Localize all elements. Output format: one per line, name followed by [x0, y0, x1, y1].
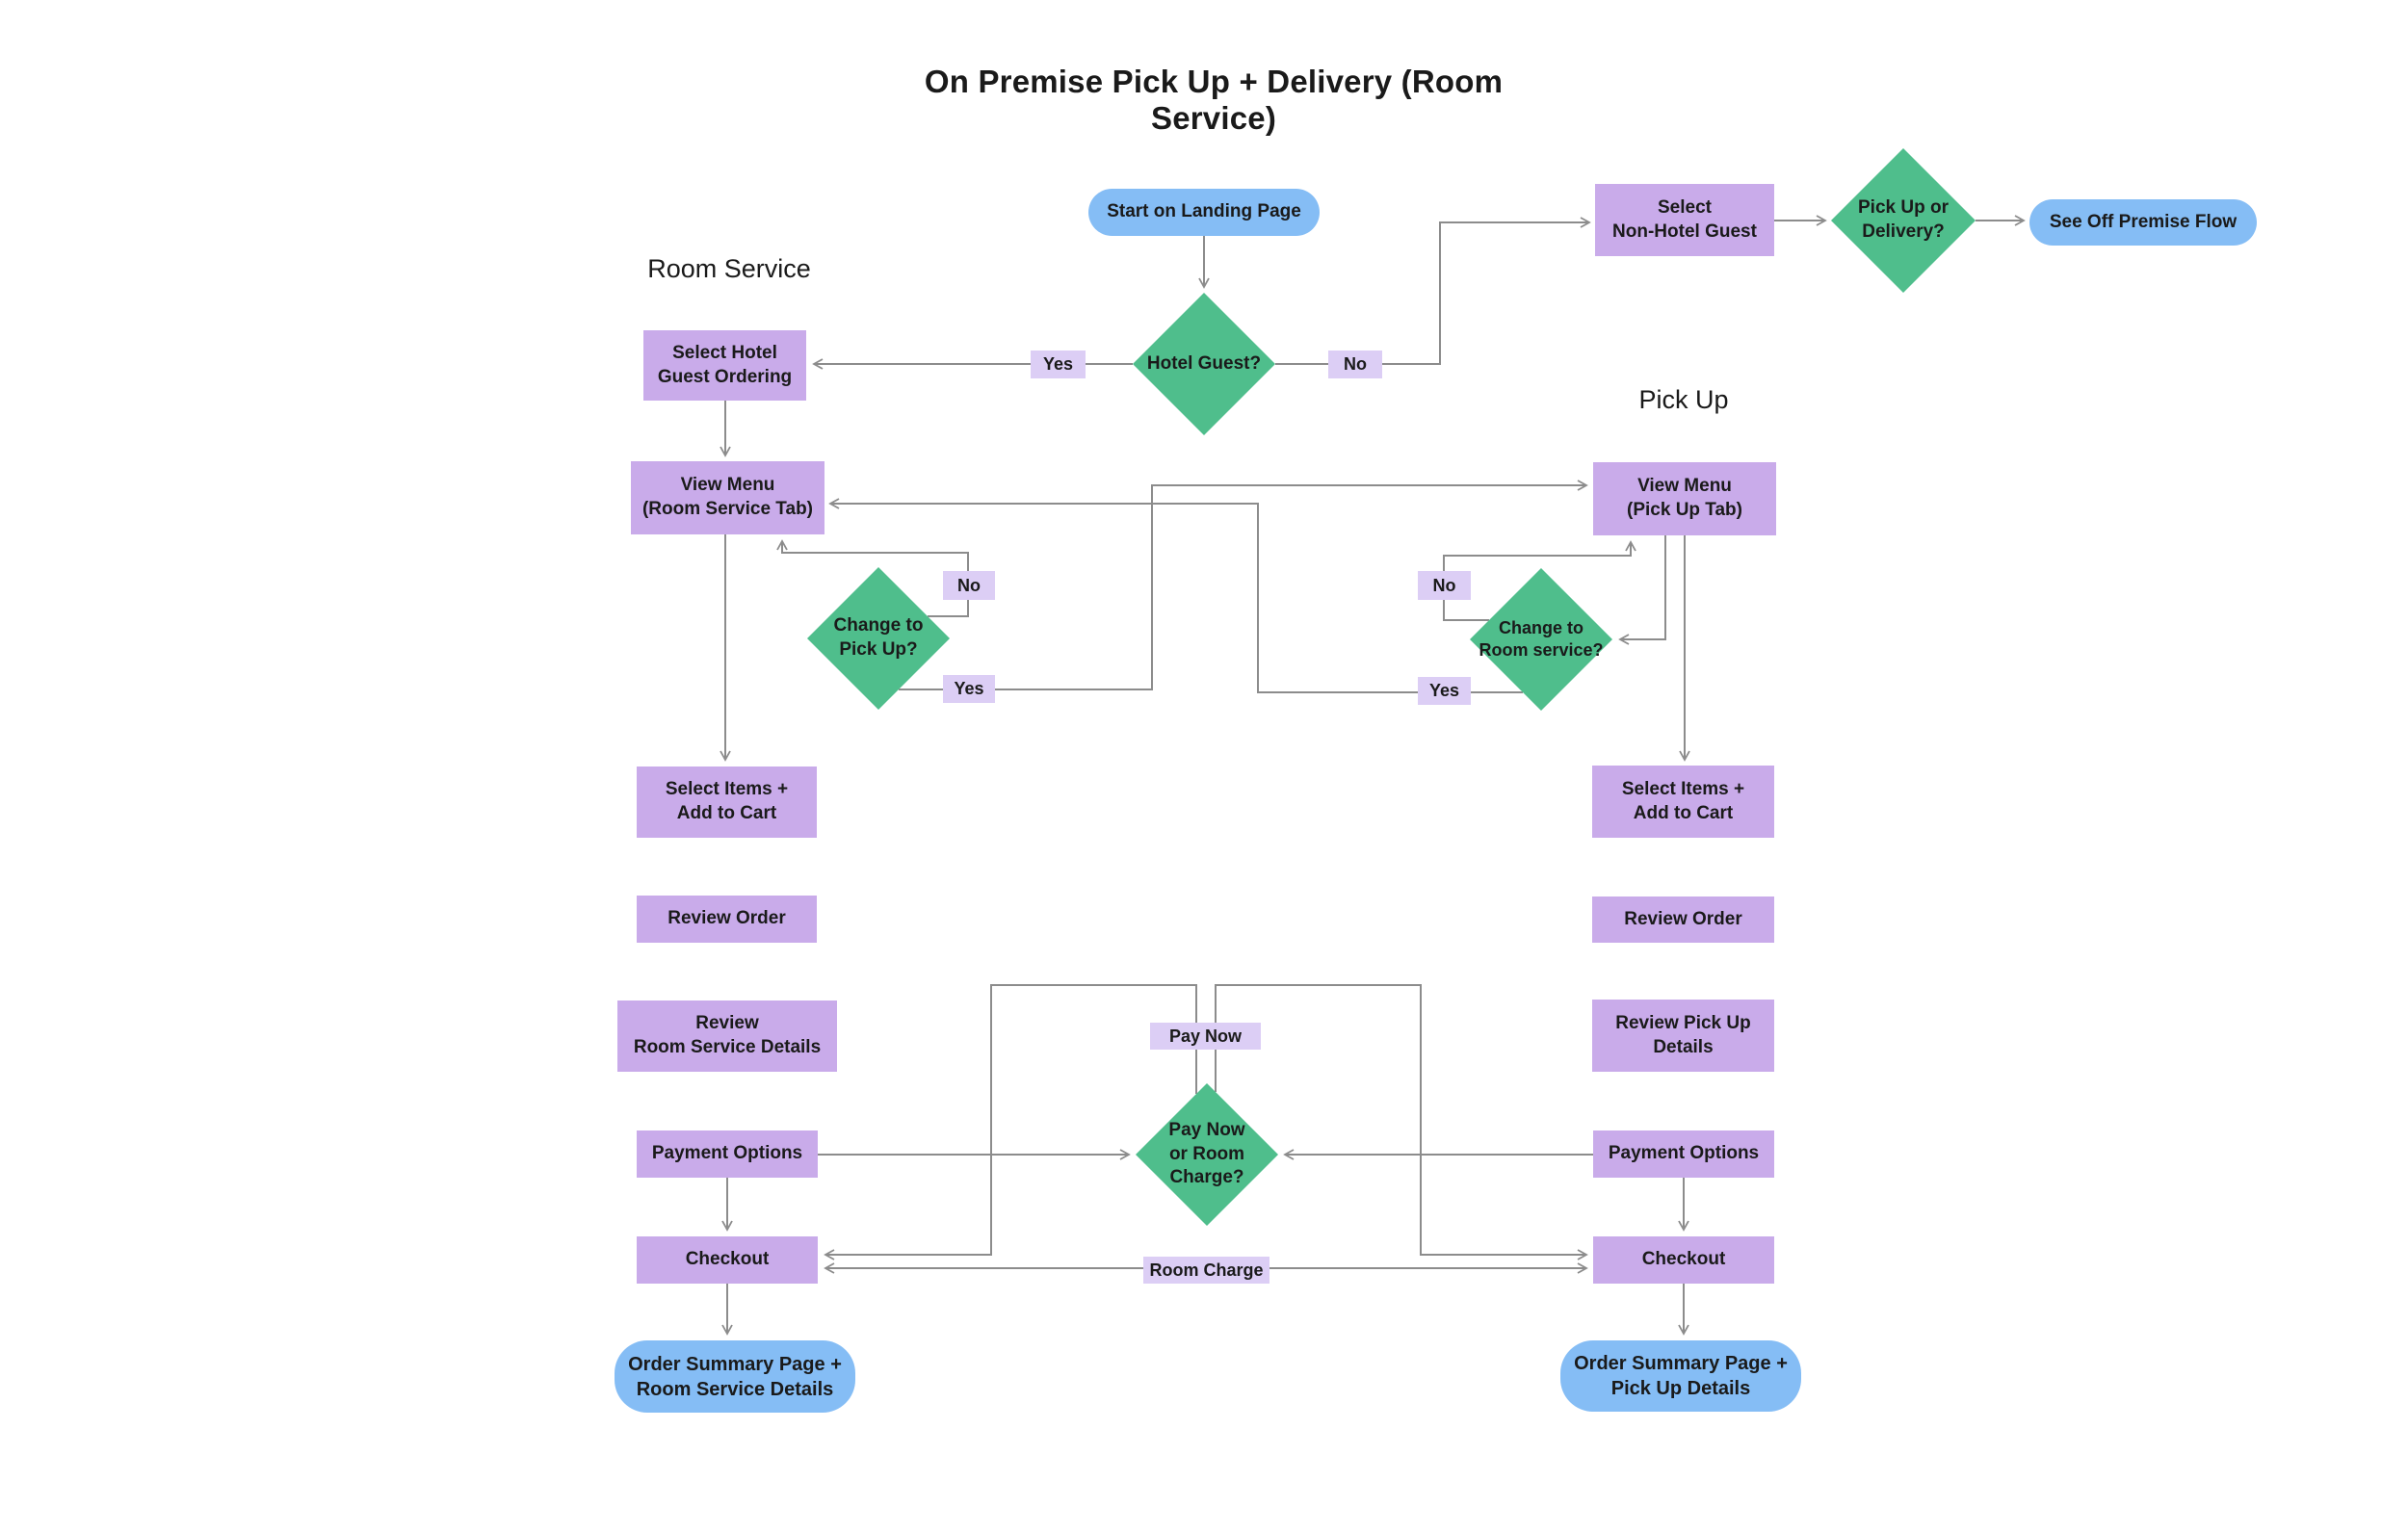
- section-heading-room-service: Room Service: [647, 254, 811, 283]
- connector-view-menu-pu-to-change-room: [1618, 535, 1666, 645]
- diagram-title: On Premise Pick Up + Delivery (Room Serv…: [924, 64, 1504, 136]
- edge-label-pay-now: Pay Now: [1150, 1023, 1261, 1050]
- node-change-to-pickup-decision: Change to Pick Up?: [807, 567, 950, 710]
- node-pay-now-or-room-charge-decision: Pay Now or Room Charge?: [1136, 1083, 1278, 1226]
- node-see-off-premise-flow: See Off Premise Flow: [2029, 199, 2257, 246]
- connector-change-room-yes-to-view-menu-rs: [828, 498, 1523, 693]
- node-payment-options-room-service: Payment Options: [637, 1130, 818, 1178]
- connector-pay-now-to-checkout-pu: [1215, 984, 1588, 1260]
- node-checkout-room-service: Checkout: [637, 1236, 818, 1284]
- edge-label-hotel-no: No: [1328, 351, 1382, 378]
- node-start-on-landing-page: Start on Landing Page: [1088, 189, 1320, 236]
- node-review-order-room-service: Review Order: [637, 896, 817, 943]
- node-hotel-guest-decision: Hotel Guest?: [1133, 293, 1275, 435]
- edge-label-change-room-yes: Yes: [1418, 677, 1471, 705]
- node-checkout-pick-up: Checkout: [1593, 1236, 1774, 1284]
- node-view-menu-room-service-tab: View Menu (Room Service Tab): [631, 461, 824, 534]
- node-order-summary-room-service: Order Summary Page + Room Service Detail…: [615, 1340, 855, 1413]
- node-view-menu-pick-up-tab: View Menu (Pick Up Tab): [1593, 462, 1776, 535]
- node-select-hotel-guest-ordering: Select Hotel Guest Ordering: [643, 330, 806, 401]
- section-heading-pick-up: Pick Up: [1638, 385, 1729, 414]
- node-select-non-hotel-guest: Select Non-Hotel Guest: [1595, 184, 1774, 256]
- node-review-pick-up-details: Review Pick Up Details: [1592, 1000, 1774, 1072]
- connector-change-pickup-yes-to-view-menu-pu: [899, 480, 1588, 690]
- edge-label-change-pickup-no: No: [943, 571, 995, 600]
- node-select-items-pick-up: Select Items + Add to Cart: [1592, 766, 1774, 838]
- connector-change-room-no-to-view-menu-pu: [1443, 540, 1636, 621]
- connector-pay-now-to-checkout-rs: [824, 984, 1197, 1260]
- edge-label-change-pickup-yes: Yes: [943, 675, 995, 703]
- node-pickup-or-delivery-decision: Pick Up or Delivery?: [1831, 148, 1976, 293]
- node-review-room-service-details: Review Room Service Details: [617, 1000, 837, 1072]
- connector-hotel-guest-no-to-non-hotel: [1275, 217, 1591, 365]
- edge-label-room-charge: Room Charge: [1143, 1257, 1269, 1284]
- connector-change-pickup-no-to-view-menu-rs: [776, 539, 969, 617]
- node-change-to-room-service-decision: Change to Room service?: [1470, 568, 1612, 711]
- node-review-order-pick-up: Review Order: [1592, 896, 1774, 943]
- node-order-summary-pick-up: Order Summary Page + Pick Up Details: [1560, 1340, 1801, 1412]
- node-select-items-room-service: Select Items + Add to Cart: [637, 766, 817, 838]
- edge-label-hotel-yes: Yes: [1031, 351, 1086, 378]
- node-payment-options-pick-up: Payment Options: [1593, 1130, 1774, 1178]
- edge-label-change-room-no: No: [1418, 571, 1471, 600]
